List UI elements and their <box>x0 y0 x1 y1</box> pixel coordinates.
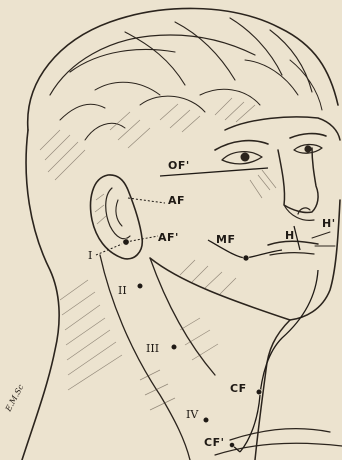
label-ii: II <box>118 284 127 297</box>
label-i: I <box>88 249 92 262</box>
point-mf <box>243 255 249 261</box>
neck-outline <box>22 130 342 460</box>
label-of: OF' <box>168 159 190 172</box>
label-h: H <box>285 229 295 242</box>
point-iii <box>171 344 177 350</box>
point-cf-prime <box>229 442 234 447</box>
point-cf <box>256 389 262 395</box>
point-af-prime <box>123 239 129 245</box>
label-h-prime: H' <box>322 217 336 230</box>
point-iv <box>203 417 209 423</box>
ear <box>91 175 143 259</box>
label-af: AF <box>168 194 185 207</box>
label-af-prime: AF' <box>158 231 179 244</box>
label-cf-prime: CF' <box>204 436 224 449</box>
engraver-signature: E.M.Sc <box>3 383 25 414</box>
nerve-pathways <box>96 168 318 452</box>
label-mf: MF <box>216 233 235 246</box>
point-ii <box>137 283 143 289</box>
label-iv: IV <box>186 408 199 421</box>
label-cf: CF <box>230 382 247 395</box>
label-iii: III <box>146 342 159 355</box>
face-outline <box>150 117 340 320</box>
hair <box>28 8 338 180</box>
